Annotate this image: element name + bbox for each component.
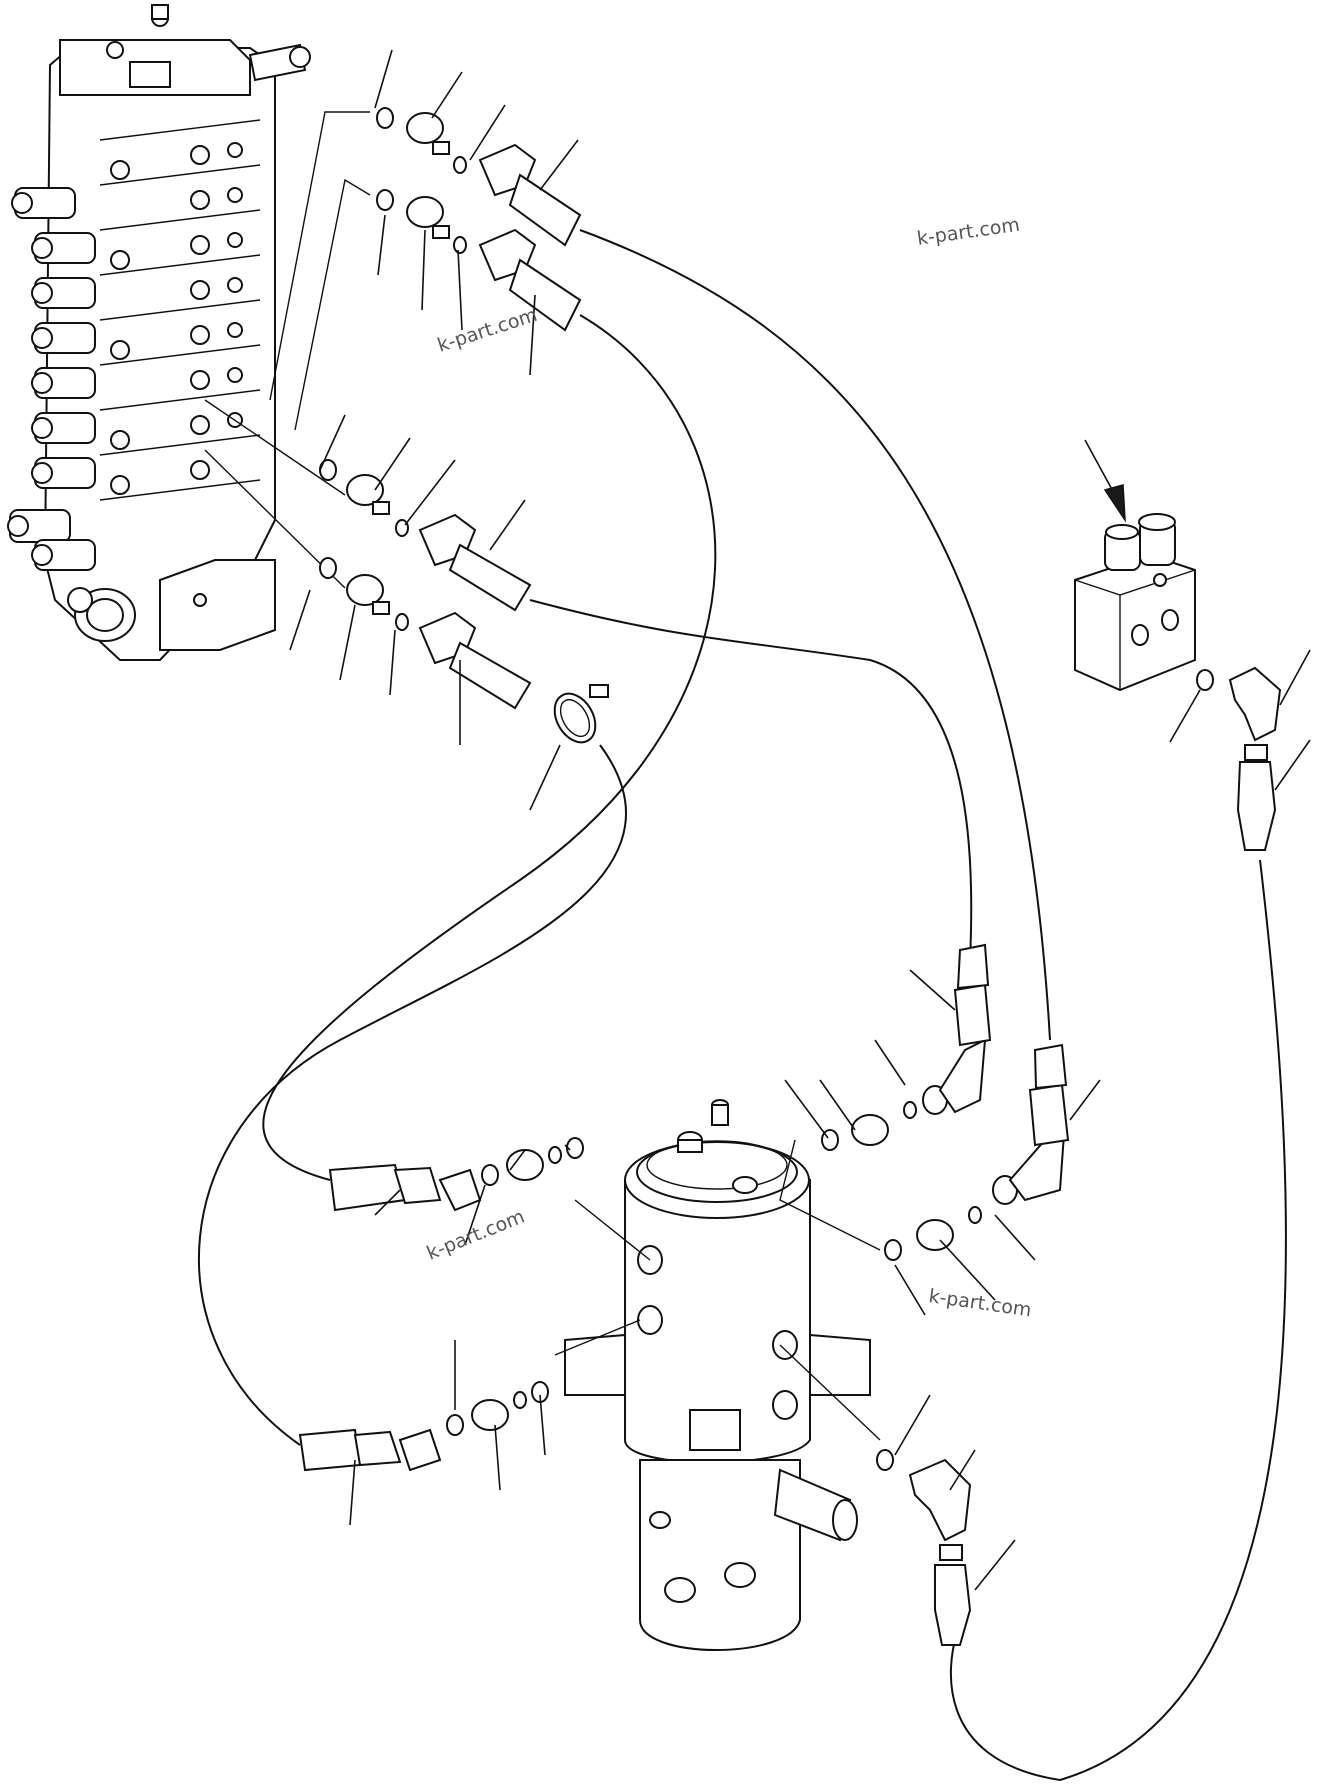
fitting-row-3 xyxy=(319,459,532,612)
watermark-center-right: k-part.com xyxy=(927,1285,1033,1321)
swivel-fitting-left-upper xyxy=(328,1137,584,1212)
swivel-fitting-right-upper xyxy=(821,943,992,1151)
arrow-icon xyxy=(1084,439,1126,523)
control-valve-icon xyxy=(7,4,311,661)
watermark-top-right: k-part.com xyxy=(916,214,1022,250)
reference-leaders xyxy=(289,49,1311,1591)
hoses xyxy=(198,229,1287,1782)
valve-port-leaders xyxy=(204,111,371,589)
solenoid-valve-icon xyxy=(1074,513,1196,692)
swivel-fitting-right-lower xyxy=(876,1449,972,1646)
swivel-port-leaders xyxy=(554,1139,881,1441)
swivel-joint-icon xyxy=(564,1099,871,1651)
hose-clamp xyxy=(553,684,609,744)
fitting-row-4 xyxy=(319,557,532,710)
fitting-row-1 xyxy=(376,107,582,247)
swivel-fitting-left-lower xyxy=(298,1381,549,1472)
solenoid-elbow xyxy=(1196,666,1282,851)
watermark-top-center: k-part.com xyxy=(435,304,540,357)
fitting-row-2 xyxy=(376,189,582,332)
swivel-fitting-right-middle xyxy=(884,1043,1070,1261)
